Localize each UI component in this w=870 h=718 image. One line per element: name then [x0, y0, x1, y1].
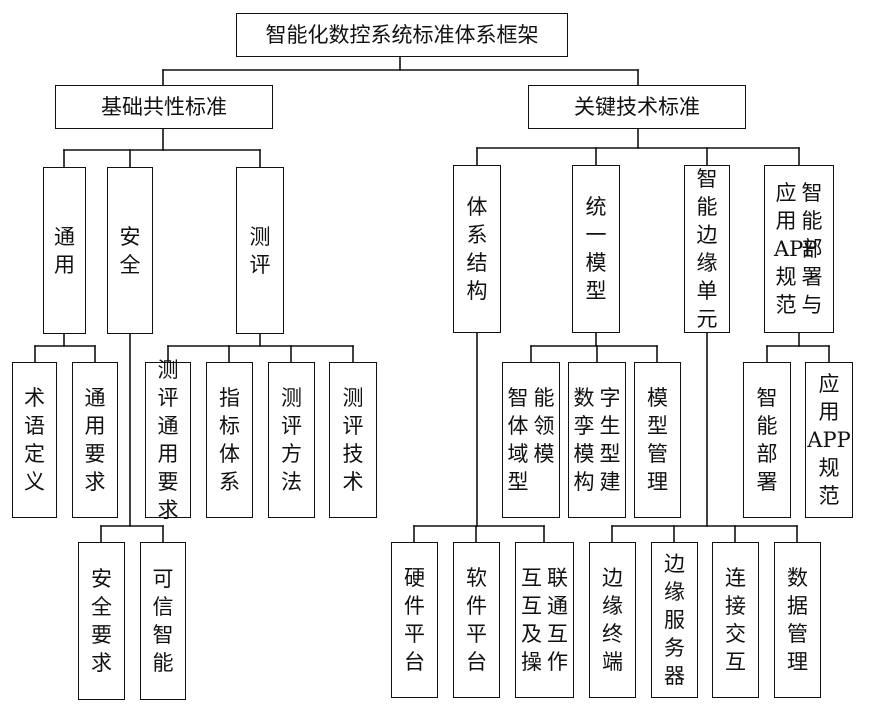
item-trusted-intelligence: 可 信 智 能 — [140, 542, 186, 700]
item-model-management: 模 型 管 理 — [634, 362, 681, 518]
item-evaluation-general-requirements: 测 评 通 用 要 求 — [145, 358, 191, 522]
item-software-platform-label: 软 件 平 台 — [466, 566, 487, 674]
item-hardware-platform-label: 硬 件 平 台 — [404, 566, 425, 674]
category-general-label: 通 用 — [54, 224, 75, 277]
item-model-management-label: 模 型 管 理 — [647, 386, 668, 494]
category-deployment-app-label-col1: 应 用 APP 规 范 — [774, 181, 818, 317]
category-edge-unit-label: 智 能 边 缘 单 元 — [696, 167, 718, 331]
item-general-requirements-label: 通 用 要 求 — [84, 386, 106, 494]
item-digital-twin-modeling: 数 孪 模 构 字 生 型 建 — [568, 362, 626, 518]
item-app-specification: 应 用 APP 规 范 — [805, 362, 853, 518]
item-intelligent-deployment: 智 能 部 署 — [743, 362, 791, 518]
category-architecture-label: 体 系 结 构 — [466, 195, 488, 303]
item-evaluation-methods-label: 测 评 方 法 — [281, 386, 302, 494]
item-terms-definitions: 术 语 定 义 — [12, 362, 57, 518]
item-software-platform: 软 件 平 台 — [453, 542, 500, 698]
item-connection-interaction-label: 连 接 交 互 — [725, 566, 746, 674]
category-evaluation-label: 测 评 — [249, 224, 271, 277]
item-connection-interaction: 连 接 交 互 — [712, 542, 759, 698]
category-unified-model-box: 统 一 模 型 — [572, 165, 620, 333]
item-general-requirements: 通 用 要 求 — [72, 362, 118, 518]
category-architecture-box: 体 系 结 构 — [453, 165, 501, 333]
item-evaluation-techniques-label: 测 评 技 术 — [342, 386, 364, 494]
item-digital-twin-modeling-col1: 数 孪 模 构 — [573, 386, 595, 494]
category-deployment-app-label-col2: 智 能 部 署 与 — [801, 181, 823, 317]
category-deployment-app-box: 应 用 APP 规 范 智 能 部 署 与 — [764, 165, 834, 333]
item-digital-twin-modeling-col2: 字 生 型 建 — [599, 386, 621, 494]
item-intelligent-deployment-label: 智 能 部 署 — [756, 386, 778, 494]
category-safety-label: 安 全 — [119, 224, 141, 277]
item-trusted-intelligence-label: 可 信 智 能 — [152, 567, 174, 675]
item-evaluation-techniques: 测 评 技 术 — [329, 362, 377, 518]
item-edge-terminal-label: 边 缘 终 端 — [602, 566, 623, 674]
group-basic-common-box: 基础共性标准 — [55, 85, 273, 129]
item-hardware-platform: 硬 件 平 台 — [391, 542, 438, 698]
item-app-specification-label: 应 用 APP 规 范 — [807, 372, 851, 508]
item-intelligent-domain-model-col2: 能 领 模 — [533, 386, 555, 466]
category-evaluation-box: 测 评 — [236, 167, 284, 334]
root-title-box: 智能化数控系统标准体系框架 — [236, 13, 568, 57]
item-edge-terminal: 边 缘 终 端 — [589, 542, 636, 698]
item-interconnection-col2: 联 通 互 作 — [547, 566, 568, 674]
item-interconnection-interoperation: 互 互 及 操 联 通 互 作 — [515, 542, 574, 698]
item-intelligent-domain-model: 智 体 域 型 能 领 模 — [502, 362, 560, 518]
item-edge-server: 边 缘 服 务 器 — [651, 542, 698, 698]
item-intelligent-domain-model-col1: 智 体 域 型 — [507, 386, 529, 494]
item-evaluation-methods: 测 评 方 法 — [268, 362, 315, 518]
group-key-technology-box: 关键技术标准 — [528, 85, 746, 129]
category-edge-unit-box: 智 能 边 缘 单 元 — [684, 165, 730, 333]
item-safety-requirements-label: 安 全 要 求 — [91, 567, 112, 675]
category-safety-box: 安 全 — [107, 167, 153, 334]
item-data-management: 数 据 管 理 — [774, 542, 821, 698]
item-edge-server-label: 边 缘 服 务 器 — [664, 552, 685, 688]
category-general-box: 通 用 — [43, 167, 86, 334]
item-evaluation-general-requirements-label: 测 评 通 用 要 求 — [157, 358, 179, 522]
item-indicator-system-label: 指 标 体 系 — [219, 386, 240, 494]
item-safety-requirements: 安 全 要 求 — [78, 542, 125, 700]
item-indicator-system: 指 标 体 系 — [206, 362, 253, 518]
item-interconnection-col1: 互 互 及 操 — [521, 566, 542, 674]
category-unified-model-label: 统 一 模 型 — [585, 195, 607, 303]
item-data-management-label: 数 据 管 理 — [787, 566, 808, 674]
item-terms-definitions-label: 术 语 定 义 — [24, 386, 45, 494]
